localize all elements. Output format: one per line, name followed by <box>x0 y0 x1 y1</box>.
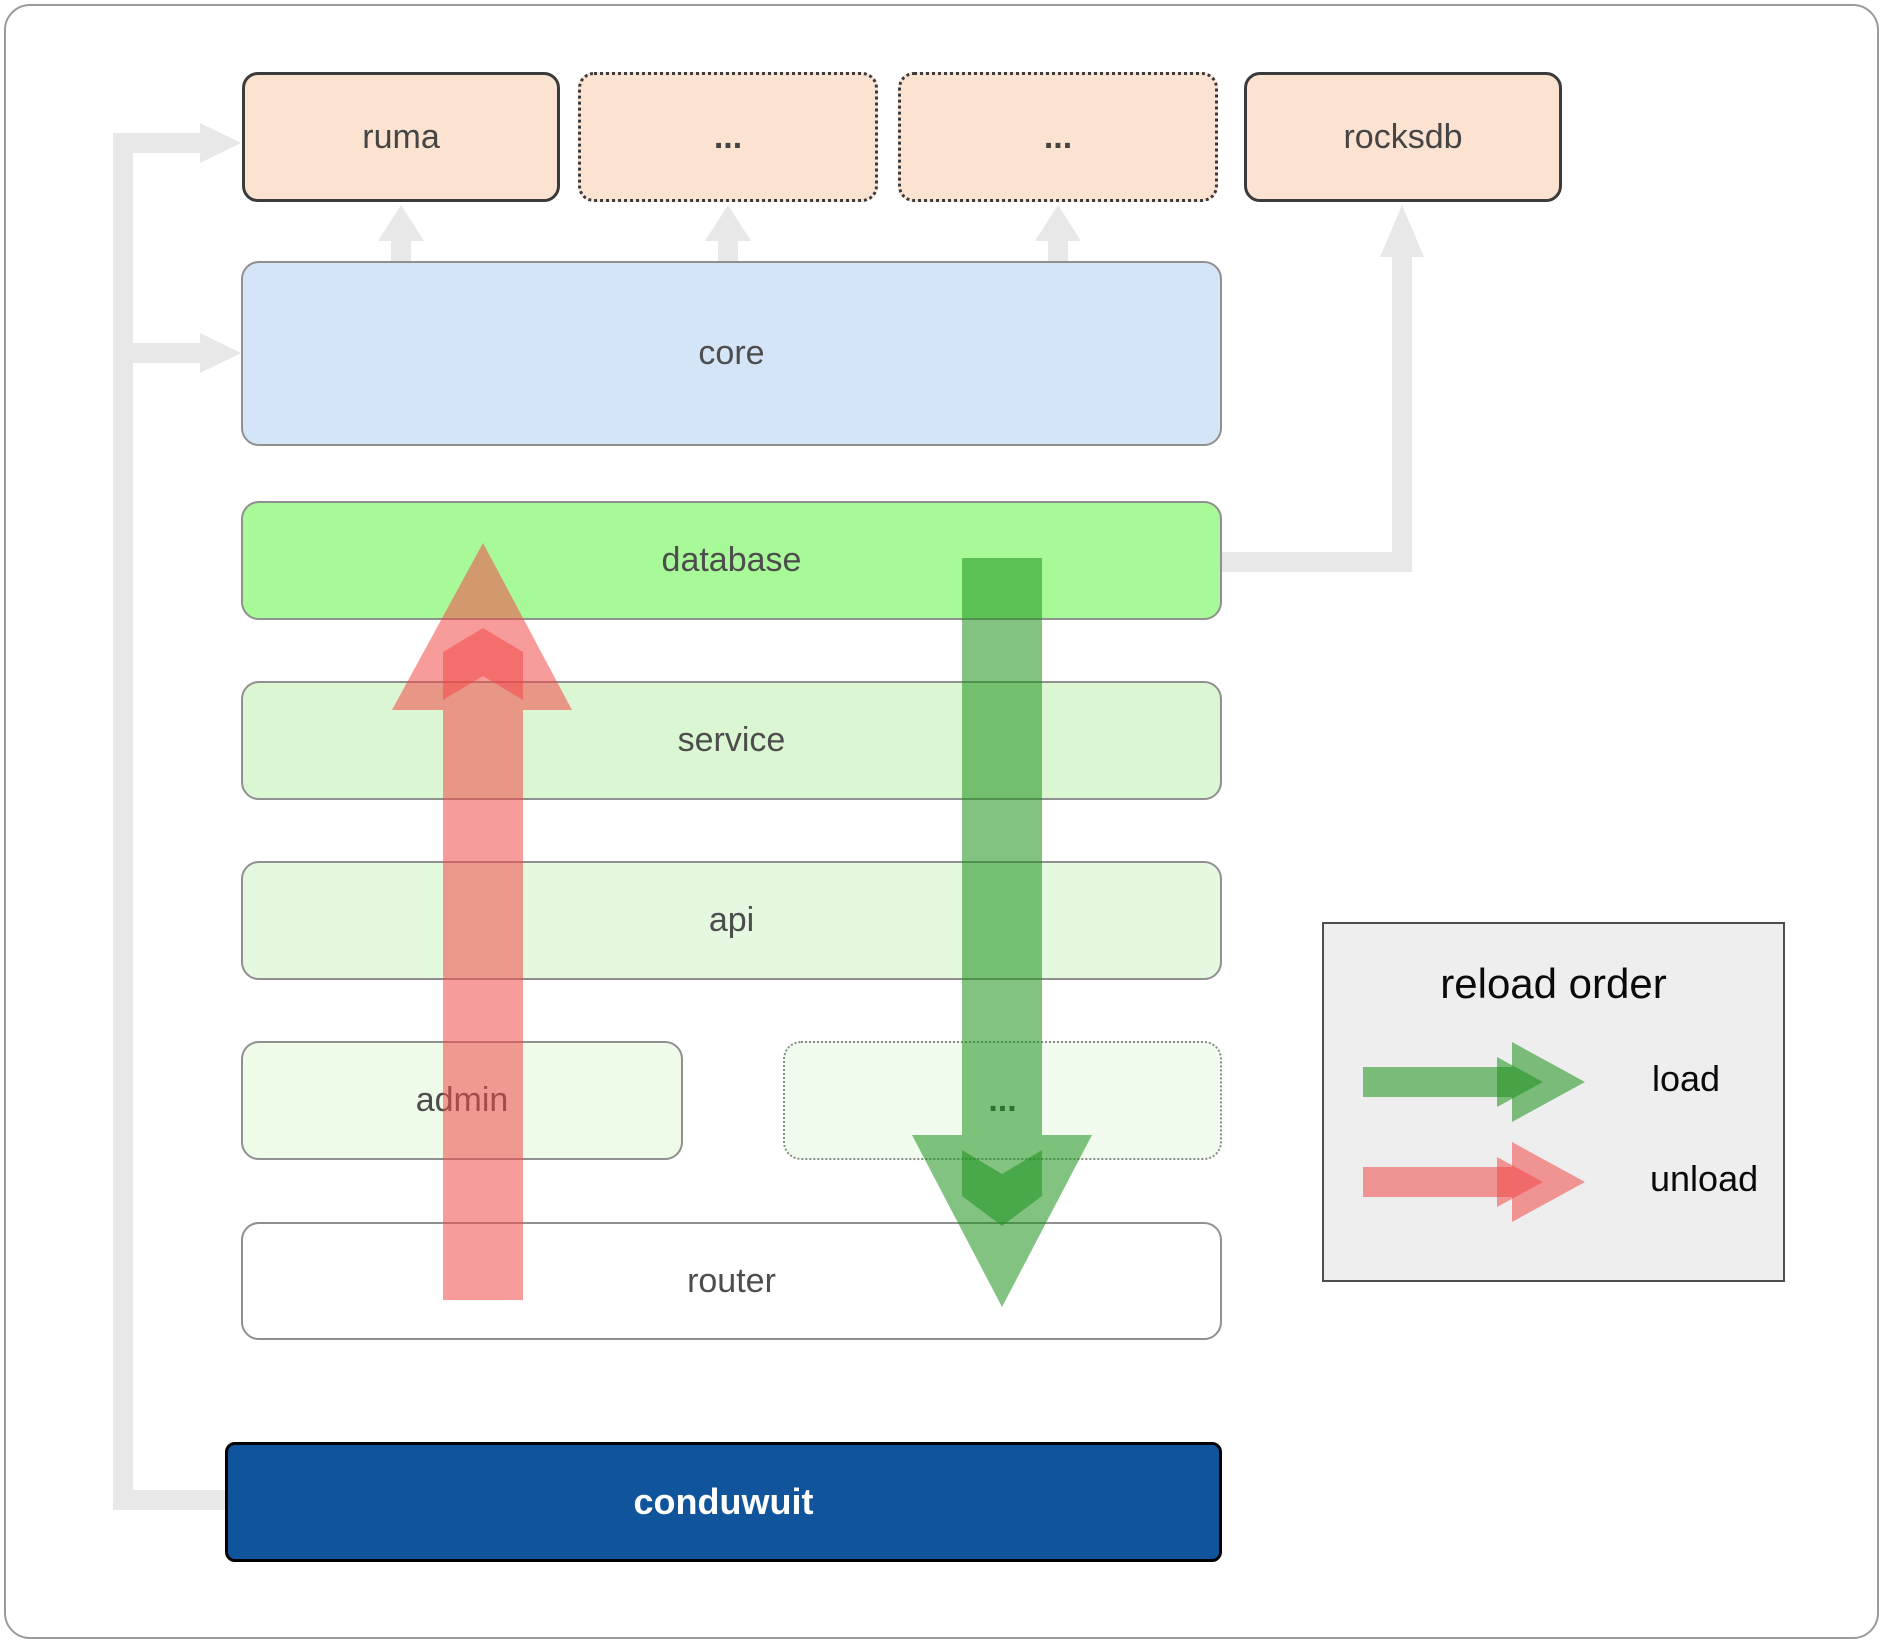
connector-branch-ruma <box>113 133 200 153</box>
load-arrow-icon <box>912 558 1092 1307</box>
box-ruma-label: ruma <box>362 117 440 156</box>
unload-arrow-icon <box>392 543 572 1300</box>
legend-load-arrow-inner-icon <box>1497 1057 1543 1107</box>
core-to-dots1-arrow-icon <box>705 205 751 262</box>
box-ellipsis-2-label: ... <box>1043 117 1073 156</box>
box-api-label: api <box>708 901 755 939</box>
box-conduwuit: conduwuit <box>225 1442 1222 1562</box>
box-core-label: core <box>698 334 765 372</box>
connector-database-rocksdb-v <box>1392 255 1412 572</box>
unload-arrow-inner-icon <box>443 628 523 700</box>
box-ruma: ruma <box>242 72 560 202</box>
legend-unload-arrow-inner-icon <box>1497 1157 1543 1207</box>
arrowhead-ruma-icon <box>200 123 241 163</box>
box-database-label: database <box>661 541 802 579</box>
box-api: api <box>241 861 1222 980</box>
box-ellipsis-1-label: ... <box>713 117 743 156</box>
arrowhead-core-icon <box>200 333 241 373</box>
core-to-dots2-arrow-icon <box>1035 205 1081 262</box>
connector-trunk <box>113 133 133 1510</box>
box-rocksdb: rocksdb <box>1244 72 1562 202</box>
legend-unload-arrow-icon <box>1363 1142 1585 1222</box>
legend-unload-label: unload <box>1650 1158 1759 1199</box>
arrowhead-rocksdb-icon <box>1380 205 1424 257</box>
box-ellipsis-1: ... <box>578 72 878 202</box>
core-to-ruma-arrow-icon <box>378 205 424 262</box>
connector-branch-conduwuit <box>113 1490 225 1510</box>
legend: reload order <box>1322 922 1785 1282</box>
box-core: core <box>241 261 1222 446</box>
legend-load-label: load <box>1652 1058 1721 1099</box>
box-database: database <box>241 501 1222 620</box>
connector-branch-core <box>133 343 200 363</box>
box-router-label: router <box>687 1261 776 1300</box>
box-service-label: service <box>677 721 786 759</box>
legend-load-arrow-icon <box>1363 1042 1585 1122</box>
connector-database-rocksdb-h <box>1222 552 1412 572</box>
load-arrow-inner-icon <box>962 1150 1042 1226</box>
box-ellipsis-2: ... <box>898 72 1218 202</box>
box-router: router <box>241 1222 1222 1340</box>
box-conduwuit-label: conduwuit <box>633 1481 814 1522</box>
legend-title: reload order <box>1440 960 1667 1007</box>
box-rocksdb-label: rocksdb <box>1343 117 1463 156</box>
